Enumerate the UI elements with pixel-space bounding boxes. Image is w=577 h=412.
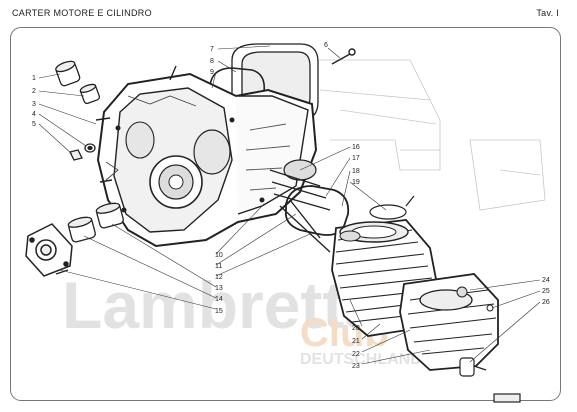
- callout-26: 26: [542, 299, 550, 306]
- callout-6: 6: [324, 42, 328, 49]
- page-title: CARTER MOTORE E CILINDRO: [12, 8, 152, 18]
- callout-21: 21: [352, 338, 360, 345]
- leader-lines: [38, 45, 541, 365]
- watermark: Lambretta Club DEUTSCHLAND E.V.: [62, 268, 455, 368]
- callout-7: 7: [210, 46, 214, 53]
- diagram-frame: [10, 27, 561, 401]
- callout-2: 2: [32, 88, 36, 95]
- intake-sleeves: [55, 202, 124, 275]
- top-bolt: [331, 48, 356, 65]
- callout-15: 15: [215, 308, 223, 315]
- crankcase: [96, 72, 318, 248]
- callout-24: 24: [542, 277, 550, 284]
- callout-1: 1: [32, 75, 36, 82]
- callout-11: 11: [215, 263, 222, 270]
- callout-9: 9: [210, 69, 214, 76]
- studs: [95, 65, 331, 253]
- callout-3: 3: [32, 101, 36, 108]
- callout-5: 5: [32, 121, 36, 128]
- callout-20: 20: [352, 325, 360, 332]
- cylinder-gasket: [284, 185, 350, 236]
- callout-16: 16: [352, 144, 360, 151]
- cylinder-top-ring: [369, 195, 415, 220]
- callout-10: 10: [215, 252, 223, 259]
- watermark-brand: Lambretta: [62, 268, 382, 342]
- plate-number: Tav. I: [536, 8, 559, 18]
- callout-23: 23: [352, 363, 360, 370]
- callout-numbers: 1 2 3 4 5 6 7 8 9 10 11 12 13 14 15 16 1…: [32, 42, 550, 370]
- callout-19: 19: [352, 179, 360, 186]
- small-parts-right: [459, 357, 521, 403]
- cylinder-head: [399, 273, 499, 371]
- callout-4: 4: [32, 111, 36, 118]
- callout-8: 8: [210, 58, 214, 65]
- callout-17: 17: [352, 155, 360, 162]
- callout-22: 22: [352, 351, 360, 358]
- left-small-parts: [55, 60, 101, 161]
- callout-25: 25: [542, 288, 550, 295]
- callout-14: 14: [215, 296, 223, 303]
- intake-flange: [25, 223, 73, 277]
- callout-12: 12: [215, 274, 223, 281]
- callout-13: 13: [215, 285, 223, 292]
- callout-18: 18: [352, 168, 360, 175]
- background-sketch: [300, 59, 546, 211]
